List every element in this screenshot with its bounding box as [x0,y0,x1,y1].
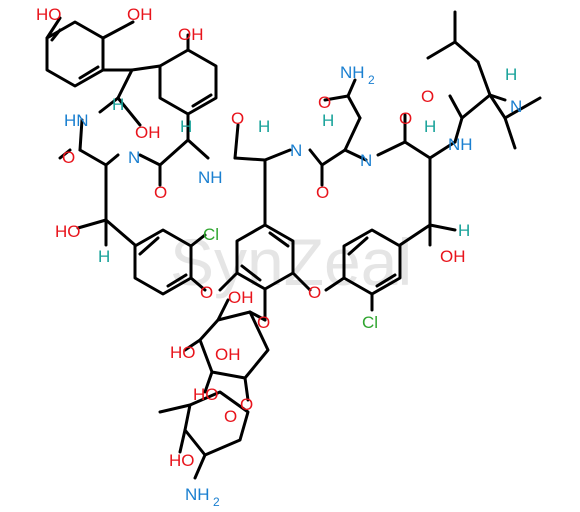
atom-label-cl-2: Cl [362,313,378,332]
atom-label-ho-4: HO [193,385,219,404]
atom-label-h-6: H [505,65,517,84]
atom-label-n-1: N [128,148,140,167]
watermark-text: SynZeal [170,225,412,299]
atom-label-h-5: H [424,117,436,136]
atom-label-h-1: H [112,95,124,114]
atom-label-o-8: O [200,283,213,302]
atom-label-h-7: H [98,247,110,266]
atom-label-o-12: O [224,407,237,426]
atom-label-o-3: O [231,109,244,128]
atom-label-o-11: O [240,395,253,414]
atom-label-ho-5: HO [169,451,195,470]
atom-label-nh2-1-sub: 2 [368,73,375,87]
atom-label-o-6: O [399,109,412,128]
atom-label-oh-1: OH [127,5,153,24]
atom-label-o-7: O [421,87,434,106]
atom-label-o-4: O [316,183,329,202]
atom-label-o-9: O [257,313,270,332]
atom-label-nh-2: NH [448,135,473,154]
atom-label-o-2: O [154,183,167,202]
atom-label-oh-2: OH [178,25,204,44]
atom-label-oh-3: OH [135,123,161,142]
atom-label-nh2-2: NH [185,485,210,504]
atom-label-n-3: N [360,151,372,170]
atom-label-h-2: H [180,117,192,136]
atom-label-nh2-1: NH [340,63,365,82]
atom-label-oh-4: OH [440,247,466,266]
atom-label-cl-1: Cl [203,225,219,244]
atom-label-o-1: O [62,148,75,167]
atom-label-n-2: N [290,141,302,160]
atom-label-nh-1: NH [198,168,223,187]
atom-label-h-4: H [322,111,334,130]
atom-label-ho-3: HO [170,343,196,362]
atom-label-nh2-2-sub: 2 [213,495,220,509]
atom-label-h-3: H [258,117,270,136]
atom-label-n-4: N [510,97,522,116]
bond-lines [45,10,542,480]
atom-label-oh-5: OH [228,288,254,307]
atom-label-hn-1: HN [64,111,89,130]
atom-label-ho-1: HO [36,5,62,24]
atom-label-o-10: O [308,283,321,302]
atom-label-o-5: O [318,93,331,112]
atom-label-ho-2: HO [55,222,81,241]
atom-label-oh-6: OH [215,345,241,364]
atom-label-h-8: H [458,221,470,240]
